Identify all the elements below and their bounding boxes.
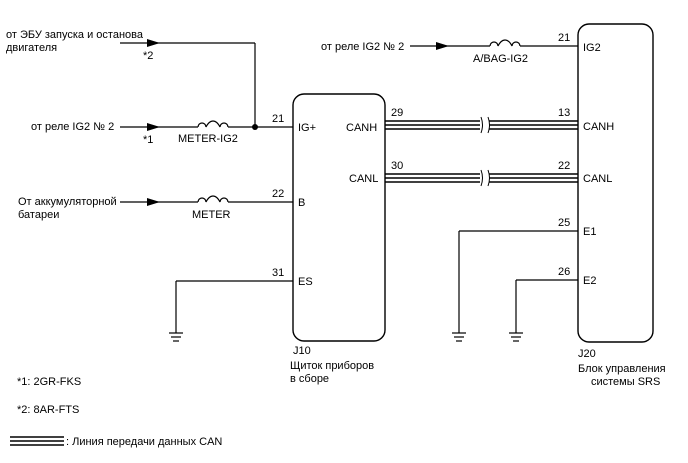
srs-pin-e1-label: E1 bbox=[583, 226, 596, 238]
ecu-source-label-2: двигателя bbox=[6, 42, 57, 54]
srs-pin-25-num: 25 bbox=[558, 217, 570, 229]
meter-unit-code: J10 bbox=[293, 345, 311, 357]
meter-pin-ig-plus-label: IG+ bbox=[298, 122, 316, 134]
srs-pin-canh-label: CANH bbox=[583, 121, 614, 133]
srs-pin-13-num: 13 bbox=[558, 107, 570, 119]
meter-pin-29-num: 29 bbox=[391, 107, 403, 119]
srs-pin-ig2-label: IG2 bbox=[583, 42, 601, 54]
fuse-meter-label: METER bbox=[192, 209, 231, 221]
srs-unit-code: J20 bbox=[578, 348, 596, 360]
meter-pin-canh-label: CANH bbox=[346, 122, 377, 134]
meter-pin-22-num: 22 bbox=[272, 188, 284, 200]
canh-bus-line bbox=[385, 116, 578, 134]
meter-pin-21-num: 21 bbox=[272, 113, 284, 125]
meter-pin-b-label: B bbox=[298, 197, 305, 209]
srs-pin-26-num: 26 bbox=[558, 266, 570, 278]
ig2-left-note-marker: *1 bbox=[143, 134, 153, 146]
ig2-right-source-label: от реле IG2 № 2 bbox=[321, 41, 404, 53]
ig2-left-source-label: от реле IG2 № 2 bbox=[31, 121, 114, 133]
srs-pin-22-num: 22 bbox=[558, 160, 570, 172]
meter-pin-canl-label: CANL bbox=[349, 173, 378, 185]
canl-bus-line bbox=[385, 169, 578, 187]
ground-icon bbox=[169, 332, 183, 342]
ground-icon bbox=[509, 332, 523, 342]
srs-pin-e2-label: E2 bbox=[583, 275, 596, 287]
ecu-arrow bbox=[147, 39, 160, 47]
footnote-1: *1: 2GR-FKS bbox=[17, 376, 81, 388]
srs-unit-box bbox=[577, 23, 654, 343]
meter-unit-box bbox=[292, 93, 386, 342]
meter-unit-name-1: Щиток приборов bbox=[290, 360, 374, 372]
battery-source-label-1: От аккумуляторной bbox=[18, 196, 117, 208]
srs-unit-name-2: системы SRS bbox=[591, 376, 660, 388]
ig2-right-arrow bbox=[436, 42, 449, 50]
ig2-left-arrow bbox=[147, 123, 160, 131]
fuse-abag-ig2-symbol bbox=[489, 39, 521, 47]
meter-unit-name-2: в сборе bbox=[290, 373, 329, 385]
meter-pin-30-num: 30 bbox=[391, 160, 403, 172]
srs-unit-name-1: Блок управления bbox=[578, 363, 666, 375]
srs-pin-21-num: 21 bbox=[558, 32, 570, 44]
fuse-abag-ig2-label: A/BAG-IG2 bbox=[473, 53, 528, 65]
splice-point bbox=[252, 124, 258, 130]
can-line-legend-label: : Линия передачи данных CAN bbox=[66, 436, 222, 448]
meter-pin-31-num: 31 bbox=[272, 267, 284, 279]
fuse-meter-ig2-label: METER-IG2 bbox=[178, 133, 238, 145]
can-line-legend-symbol bbox=[10, 436, 64, 446]
fuse-meter-ig2-symbol bbox=[197, 120, 229, 128]
footnote-2: *2: 8AR-FTS bbox=[17, 404, 79, 416]
ground-icon bbox=[452, 332, 466, 342]
srs-pin-canl-label: CANL bbox=[583, 173, 612, 185]
ecu-note-marker: *2 bbox=[143, 50, 153, 62]
battery-source-label-2: батареи bbox=[18, 209, 59, 221]
fuse-meter-symbol bbox=[197, 195, 229, 203]
meter-pin-es-label: ES bbox=[298, 276, 313, 288]
battery-arrow bbox=[147, 198, 160, 206]
ecu-source-label-1: от ЭБУ запуска и останова bbox=[6, 29, 144, 41]
